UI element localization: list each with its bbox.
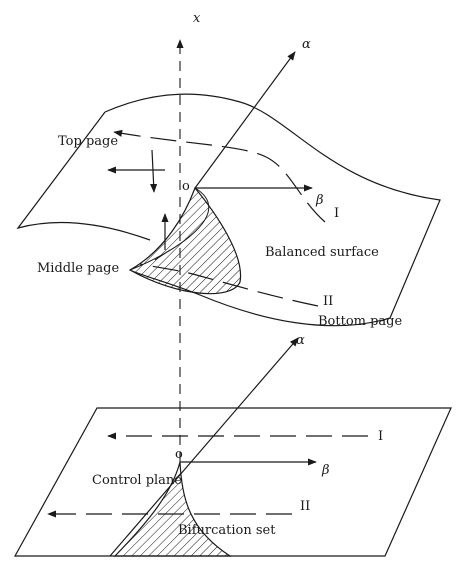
control-plane (13, 407, 452, 557)
path-I-upper-drop (150, 149, 158, 193)
middle-page-region (128, 186, 242, 295)
label-bifurcation-set: Bifurcation set (178, 523, 276, 538)
label-origin-bottom: o (175, 447, 183, 462)
label-beta-top: β (315, 193, 324, 208)
label-bottom-page: Bottom page (318, 314, 403, 329)
path-II-top (139, 263, 319, 307)
alpha-axis-bottom (109, 337, 299, 557)
label-path-II-top: II (323, 294, 333, 309)
balanced-surface-outline (104, 93, 441, 327)
label-path-I-top: I (334, 206, 339, 221)
path-I-top (113, 129, 326, 223)
label-path-I-bottom: I (378, 429, 383, 444)
label-origin-top: o (182, 179, 190, 194)
label-control-plane: Control plane (92, 473, 182, 488)
label-alpha-top: α (302, 37, 311, 52)
label-path-II-bottom: II (300, 499, 310, 514)
label-balanced-surface: Balanced surface (265, 245, 379, 260)
label-beta-bottom: β (321, 463, 330, 478)
label-alpha-bottom: α (296, 333, 305, 348)
alpha-axis-top (194, 51, 296, 189)
label-middle-page: Middle page (37, 261, 119, 276)
label-axis-x: x (193, 11, 201, 26)
surface-left-edge (16, 111, 151, 241)
path-I-lower-segment (154, 249, 171, 261)
label-top-page: Top page (58, 134, 118, 149)
